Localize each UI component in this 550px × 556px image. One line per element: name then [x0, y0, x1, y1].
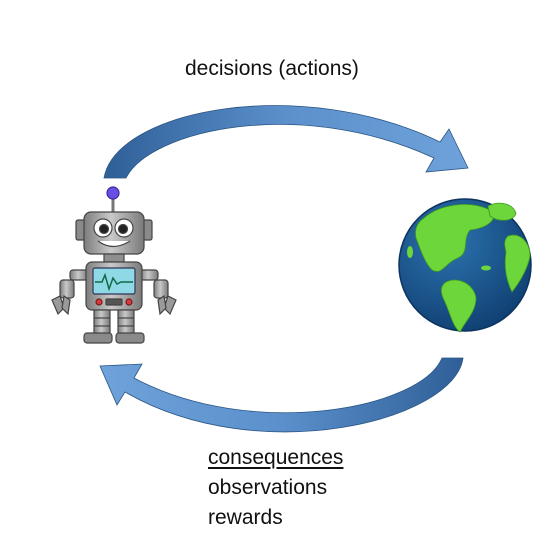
robot-screen [92, 267, 136, 295]
curved-arrow-right-icon [103, 105, 469, 179]
observations-label: observations [208, 476, 328, 499]
robot-head [83, 211, 145, 255]
earth-globe-icon [398, 198, 532, 333]
curved-arrow-left-icon [99, 357, 464, 433]
robot-icon [51, 186, 177, 344]
antenna-ball [106, 186, 120, 200]
consequences-heading: consequences [208, 446, 344, 469]
decisions-label: decisions (actions) [185, 57, 359, 80]
rewards-label: rewards [208, 506, 283, 529]
feedback-labels: consequences observations rewards [208, 443, 343, 533]
